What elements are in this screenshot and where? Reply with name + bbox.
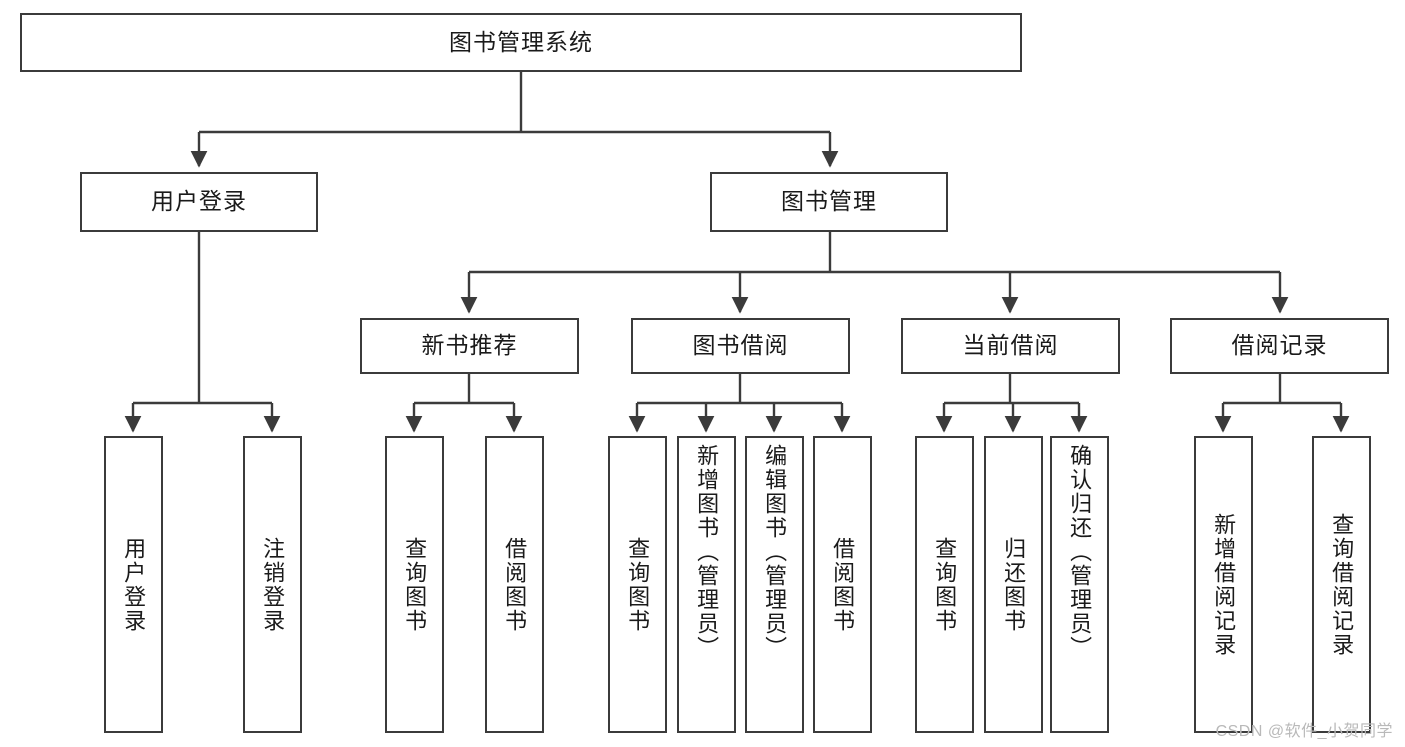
node-label: 查询图书 (402, 536, 428, 633)
node-label: 图书管理系统 (449, 28, 593, 55)
node-current-borrow[interactable]: 当前借阅 (901, 318, 1120, 374)
node-book-management[interactable]: 图书管理 (710, 172, 948, 232)
node-label: 用户登录 (151, 188, 247, 215)
node-label: 图书管理 (781, 188, 877, 215)
leaf-new-book-query[interactable]: 查询图书 (385, 436, 444, 733)
leaf-book-borrow-query[interactable]: 查询图书 (608, 436, 667, 733)
node-label: 借阅图书 (830, 536, 856, 633)
leaf-new-book-borrow[interactable]: 借阅图书 (485, 436, 544, 733)
node-label: 借阅图书 (502, 536, 528, 633)
node-label: 归还图书 (1001, 536, 1027, 633)
leaf-current-borrow-confirm-return[interactable]: 确认归还（管理员） (1050, 436, 1109, 733)
node-label: 确认归还（管理员） (1067, 444, 1093, 660)
node-label: 查询图书 (625, 536, 651, 633)
leaf-book-borrow-edit[interactable]: 编辑图书（管理员） (745, 436, 804, 733)
node-label: 借阅记录 (1231, 332, 1328, 359)
node-label: 编辑图书（管理员） (762, 444, 788, 660)
node-borrow-record[interactable]: 借阅记录 (1170, 318, 1389, 374)
node-book-borrow[interactable]: 图书借阅 (631, 318, 850, 374)
node-user-login[interactable]: 用户登录 (80, 172, 318, 232)
node-label: 图书借阅 (692, 332, 789, 359)
leaf-current-borrow-return[interactable]: 归还图书 (984, 436, 1043, 733)
leaf-book-borrow-borrow[interactable]: 借阅图书 (813, 436, 872, 733)
leaf-user-login-login[interactable]: 用户登录 (104, 436, 163, 733)
node-label: 查询借阅记录 (1329, 512, 1355, 657)
leaf-current-borrow-query[interactable]: 查询图书 (915, 436, 974, 733)
node-label: 新增图书（管理员） (694, 444, 720, 660)
node-root-system[interactable]: 图书管理系统 (20, 13, 1022, 72)
leaf-borrow-record-query[interactable]: 查询借阅记录 (1312, 436, 1371, 733)
node-label: 用户登录 (121, 536, 147, 633)
csdn-watermark: CSDN @软件_小贺同学 (1215, 723, 1393, 740)
node-label: 查询图书 (932, 536, 958, 633)
node-label: 新增借阅记录 (1211, 512, 1237, 657)
leaf-borrow-record-add[interactable]: 新增借阅记录 (1194, 436, 1253, 733)
leaf-book-borrow-add[interactable]: 新增图书（管理员） (677, 436, 736, 733)
node-label: 新书推荐 (421, 332, 518, 359)
node-new-book-recommend[interactable]: 新书推荐 (360, 318, 579, 374)
node-label: 当前借阅 (962, 332, 1059, 359)
node-label: 注销登录 (260, 536, 286, 633)
leaf-user-login-logout[interactable]: 注销登录 (243, 436, 302, 733)
